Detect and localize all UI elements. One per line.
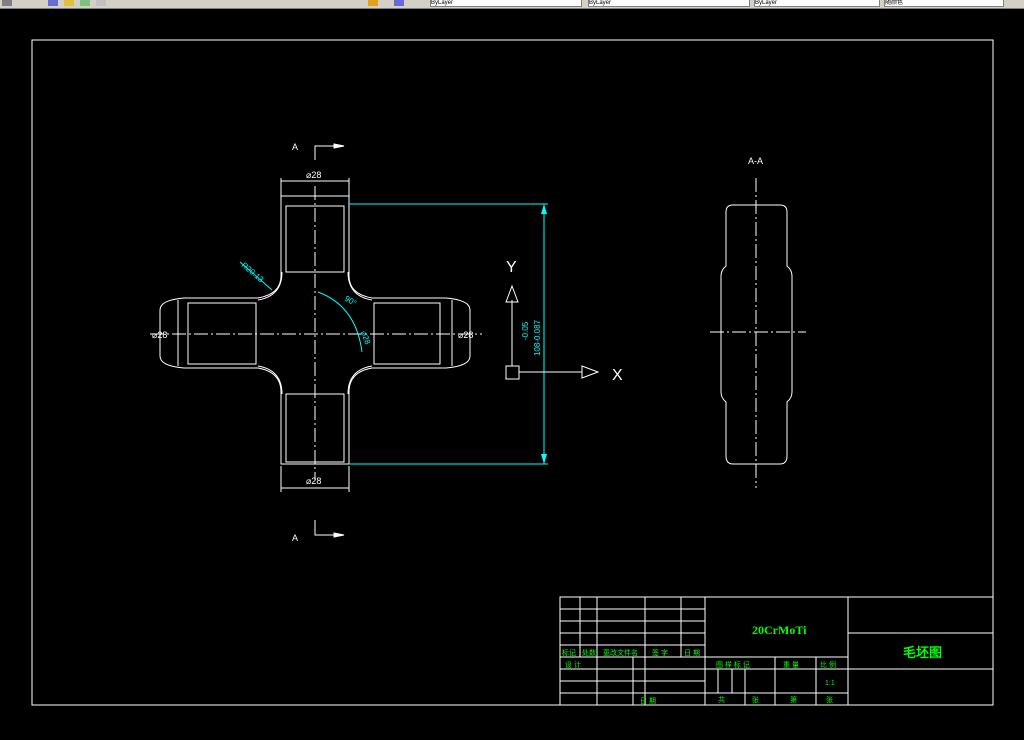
dim-right: ⌀28 (458, 330, 473, 340)
tb-sheets-total-label: 共 (718, 695, 725, 704)
menu-icon[interactable] (2, 0, 12, 6)
cad-toolbar: ByLayer ByLayer ByLayer 随颜色 (0, 0, 1024, 9)
axis-y-label: Y (506, 259, 517, 276)
linetype-dropdown[interactable]: ByLayer (588, 0, 750, 7)
layer-state-icon[interactable] (64, 0, 74, 6)
tb-row-label-mark: 标记 (562, 648, 576, 657)
drawing-border (31, 39, 994, 706)
dim-radius: R20.13 (240, 261, 266, 285)
layer-previous-icon[interactable] (394, 0, 404, 6)
dim-left: ⌀28 (152, 330, 167, 340)
tb-approve-label: 日 期 (640, 697, 656, 705)
section-title: A-A (748, 156, 763, 166)
tb-material: 20CrMoTi (752, 623, 807, 637)
dim-overall: 108-0.087 (533, 319, 542, 356)
section-mark-top (314, 143, 345, 160)
tb-scale-value: 1:1 (825, 680, 835, 687)
tb-designer-label: 设 计 (565, 660, 581, 669)
plotstyle-dropdown[interactable]: 随颜色 (884, 0, 1004, 7)
tb-weight-label: 重 量 (783, 661, 799, 669)
tb-row-label-file: 更改文件名 (603, 648, 638, 657)
tb-scale-label: 比 例 (820, 660, 836, 669)
section-mark-top-label: A (292, 142, 298, 152)
tb-sheet-suffix-label: 张 (826, 695, 833, 704)
layer-properties-icon[interactable] (48, 0, 58, 6)
dim-angle-dia: ⌀28 (359, 330, 372, 346)
tb-sheet-label: 第 (790, 695, 797, 704)
dim-bottom: ⌀28 (306, 476, 321, 486)
tb-sheets-label: 张 (752, 695, 759, 704)
section-mark-bottom (314, 520, 345, 538)
color-dropdown[interactable]: ByLayer (430, 0, 582, 7)
tb-row-label-date: 日 期 (684, 649, 700, 657)
section-view-outline (720, 204, 793, 465)
section-mark-bottom-label: A (292, 533, 298, 543)
title-block (559, 596, 994, 706)
layer-lock-icon[interactable] (96, 0, 106, 6)
drawing-area[interactable]: A A ⌀28 ⌀28 ⌀28 ⌀28 108-0.087 -0.05 R20.… (0, 9, 1024, 736)
dim-angle: 90° (343, 294, 358, 308)
tb-stage-label: 图 样 标 记 (716, 660, 750, 669)
ucs-icon (505, 284, 600, 380)
layer-freeze-icon[interactable] (80, 0, 90, 6)
dim-top: ⌀28 (306, 170, 321, 180)
axis-x-label: X (612, 367, 623, 384)
dim-overall-sub: -0.05 (521, 321, 530, 340)
make-current-icon[interactable] (368, 0, 378, 6)
tb-drawing-name: 毛坯图 (903, 645, 942, 660)
lineweight-dropdown[interactable]: ByLayer (754, 0, 880, 7)
tb-row-label-sign: 签 字 (652, 648, 668, 657)
tb-row-label-count: 处数 (582, 648, 596, 657)
